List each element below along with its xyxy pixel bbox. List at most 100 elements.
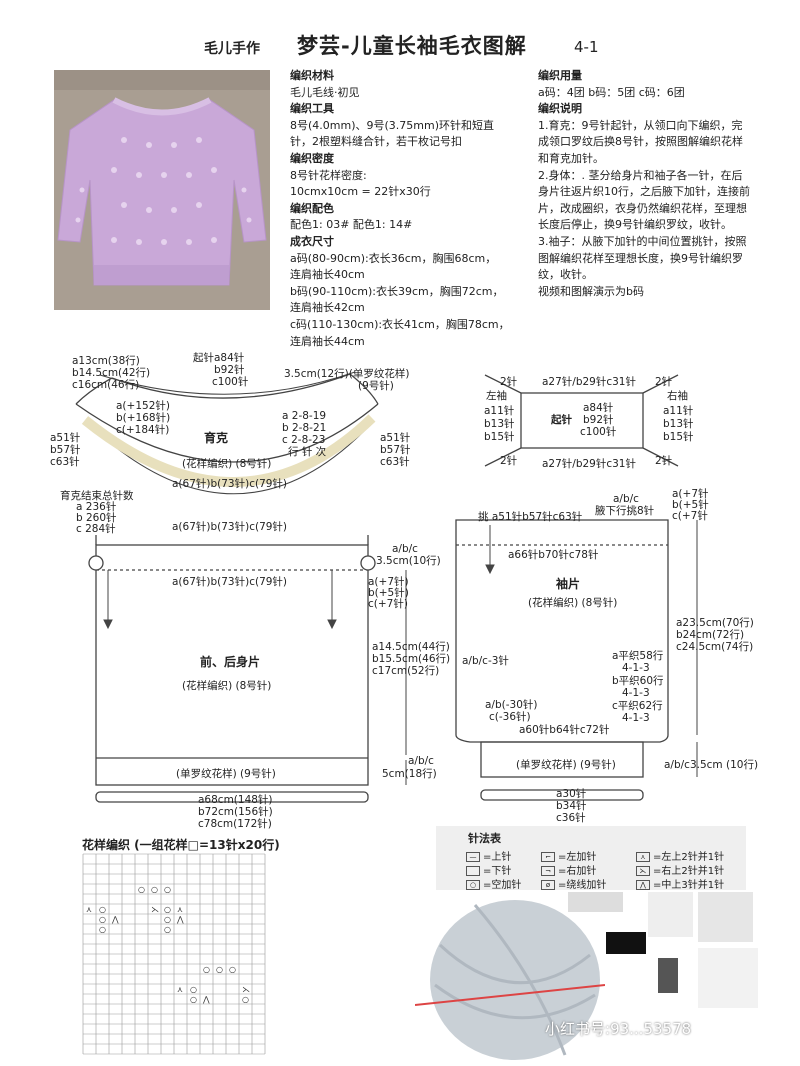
yarn-over-icon: ○ [466, 880, 480, 890]
right-inc-icon: ¬ [541, 866, 555, 876]
left-inc-icon: ⌐ [541, 852, 555, 862]
chart-corner-br: 2针 [655, 455, 673, 467]
sleeve-bottom-b: b34针 [556, 800, 587, 812]
yoke-cast-on-c: c100针 [212, 376, 249, 388]
yoke-rib-note: 3.5cm(12行)(单罗纹花样) [284, 368, 410, 380]
legend-cdd: ⋀=中上3针并1针 [636, 876, 724, 891]
body-rib: (单罗纹花样) (9号针) [176, 768, 276, 780]
pattern-symbol: ○ [99, 905, 106, 914]
sleeve-dec-side-ab: a/b(-30针) [485, 699, 538, 711]
chart-left-c: b15针 [484, 431, 515, 443]
yoke-end-title: 育克结束总针数 [60, 490, 134, 502]
body-top: a(67针)b(73针)c(79针) [172, 576, 288, 588]
yoke-right-c: c63针 [380, 456, 410, 468]
legend-title: 针法表 [468, 832, 501, 845]
yoke-cast-on-b: b92针 [214, 364, 245, 376]
yoke-rate-c: c 2-8-23 [282, 434, 326, 446]
pattern-symbol: ⋏ [177, 905, 183, 914]
yoke-rate-a: a 2-8-19 [282, 410, 327, 422]
chart-right-b: b13针 [663, 418, 694, 430]
sleeve-pick-rows: 腋下行挑8针 [595, 505, 655, 517]
body-bottom-a: a68cm(148针) [198, 794, 273, 806]
body-inc-c: c(+7针) [368, 598, 408, 610]
sleeve-dec-b-rate: 4-1-3 [622, 687, 650, 699]
yoke-rate-head: 行 针 次 [288, 446, 327, 458]
chart-bottom: a27针/b29针c31针 [542, 458, 636, 470]
stitch-legend: 针法表 —=上针 =下针 ○=空加针 ⌐=左加针 ¬=右加针 ø=绕线加针 ⋏=… [436, 826, 746, 891]
body-inc-a: a(+7针) [368, 576, 409, 588]
pattern-symbol: ○ [164, 885, 171, 894]
yoke-left-b: b57针 [50, 444, 81, 456]
legend-knit: =下针 [466, 862, 511, 877]
body-rib-len: 5cm(18行) [382, 768, 437, 780]
info_right-line: 1.育克：9号针起针，从领口向下编织，完成领口罗纹后换8号针，按照图解编织花样和… [538, 118, 743, 165]
sleeve-rib-len: a/b/c3.5cm (10行) [664, 759, 759, 771]
sleeve-dec-b: b平织60行 [612, 675, 664, 687]
k2tog-right-icon: ⋋ [636, 866, 650, 876]
page-number: 4-1 [574, 38, 599, 56]
pattern-title: 花样编织 (一组花样□=13针x20行) [82, 838, 280, 852]
sleeve-inc-c: c(+7针 [672, 510, 708, 522]
chart-left-title: 左袖 [486, 390, 507, 402]
sleeve-length-c: c24.5cm(74行) [676, 641, 754, 653]
info_right-line: a码：4团 b码：5团 c码：6团 [538, 85, 685, 99]
yoke-inc-c: c(+184针) [116, 424, 170, 436]
yoke-inc-b: b(+168针) [116, 412, 171, 424]
yoke-inc-a: a(+152针) [116, 400, 170, 412]
brand-label: 毛儿手作 [204, 41, 260, 57]
cdd-icon: ⋀ [636, 880, 650, 890]
chart-corner-tl: 2针 [500, 376, 518, 388]
info_left-line: 8号针花样密度: [290, 168, 367, 182]
pattern-symbol: ⋏ [86, 905, 92, 914]
yoke-right-b: b57针 [380, 444, 411, 456]
sleeve-lower: a60针b64针c72针 [519, 724, 610, 736]
wrap-inc-icon: ø [541, 880, 555, 890]
pattern-symbol: ○ [164, 905, 171, 914]
info_left-line: b码(90-110cm):衣长39cm，胸围72cm， [290, 284, 504, 298]
pattern-symbol: ○ [190, 985, 197, 994]
body-title: 前、后身片 [200, 655, 261, 669]
pattern-symbol: ○ [99, 915, 106, 924]
body-back-rows: 3.5cm(10行) [376, 555, 441, 567]
info_right-line: 2.身体：. 茎分给身片和袖子各一针，在后身片往返片织10行，之后腋下加针，连接… [538, 168, 750, 232]
sleeve-dec-a-rate: 4-1-3 [622, 662, 650, 674]
sleeve-dec-note: a/b/c-3针 [462, 655, 509, 667]
body-inc-b: b(+5针) [368, 587, 409, 599]
sweater-photo [54, 70, 270, 310]
pattern-symbol: ⋀ [111, 915, 119, 924]
yoke-right-a: a51针 [380, 432, 411, 444]
pattern-symbol: ○ [138, 885, 145, 894]
sleeve-sub: (花样编织) (8号针) [528, 597, 618, 609]
yarn-image-area [548, 888, 768, 1038]
info_left-line: 针，2根塑料缝合针，若干枚记号扣 [290, 135, 462, 149]
chart-corner-bl: 2针 [500, 455, 518, 467]
pattern-symbol: ○ [164, 915, 171, 924]
pattern-symbol: ⋋ [151, 905, 159, 914]
info_left-line: 编织材料 [290, 69, 334, 82]
chart-left-b: b13针 [484, 418, 515, 430]
watermark-text: 小红书号:93...53578 [545, 1020, 692, 1038]
chart-center-a: a84针 [583, 402, 614, 414]
yoke-end-a: a 236针 [76, 501, 117, 513]
yoke-rate-b: b 2-8-21 [282, 422, 327, 434]
pattern-symbol: ○ [190, 995, 197, 1004]
sleeve-title: 袖片 [556, 577, 581, 591]
info_left-line: 连肩袖长44cm [290, 334, 365, 348]
yoke-left-c: c63针 [50, 456, 80, 468]
chart-center-c: c100针 [580, 426, 617, 438]
sleeve-dec-side-c: c(-36针) [489, 711, 531, 723]
yoke-rows-c: c16cm(46行) [72, 379, 140, 391]
info_left-line: 连肩袖长42cm [290, 301, 365, 315]
yoke-rib-needle: (9号针) [358, 380, 394, 392]
chart-top: a27针/b29针c31针 [542, 376, 636, 388]
sleeve-upper: a66针b70针c78针 [508, 549, 599, 561]
info_left-line: 成衣尺寸 [290, 234, 334, 248]
legend-yo: ○=空加针 [466, 876, 521, 891]
page-title: 梦芸-儿童长袖毛衣图解 [297, 34, 527, 58]
body-length-a: a14.5cm(44行) [372, 641, 450, 653]
sleeve-inc-a: a(+7针 [672, 488, 709, 500]
sleeve-length-b: b24cm(72行) [676, 629, 745, 641]
info_left-line: 编织密度 [290, 151, 334, 165]
yoke-end-c: c 284针 [76, 523, 116, 535]
pattern-symbol: ○ [216, 965, 223, 974]
